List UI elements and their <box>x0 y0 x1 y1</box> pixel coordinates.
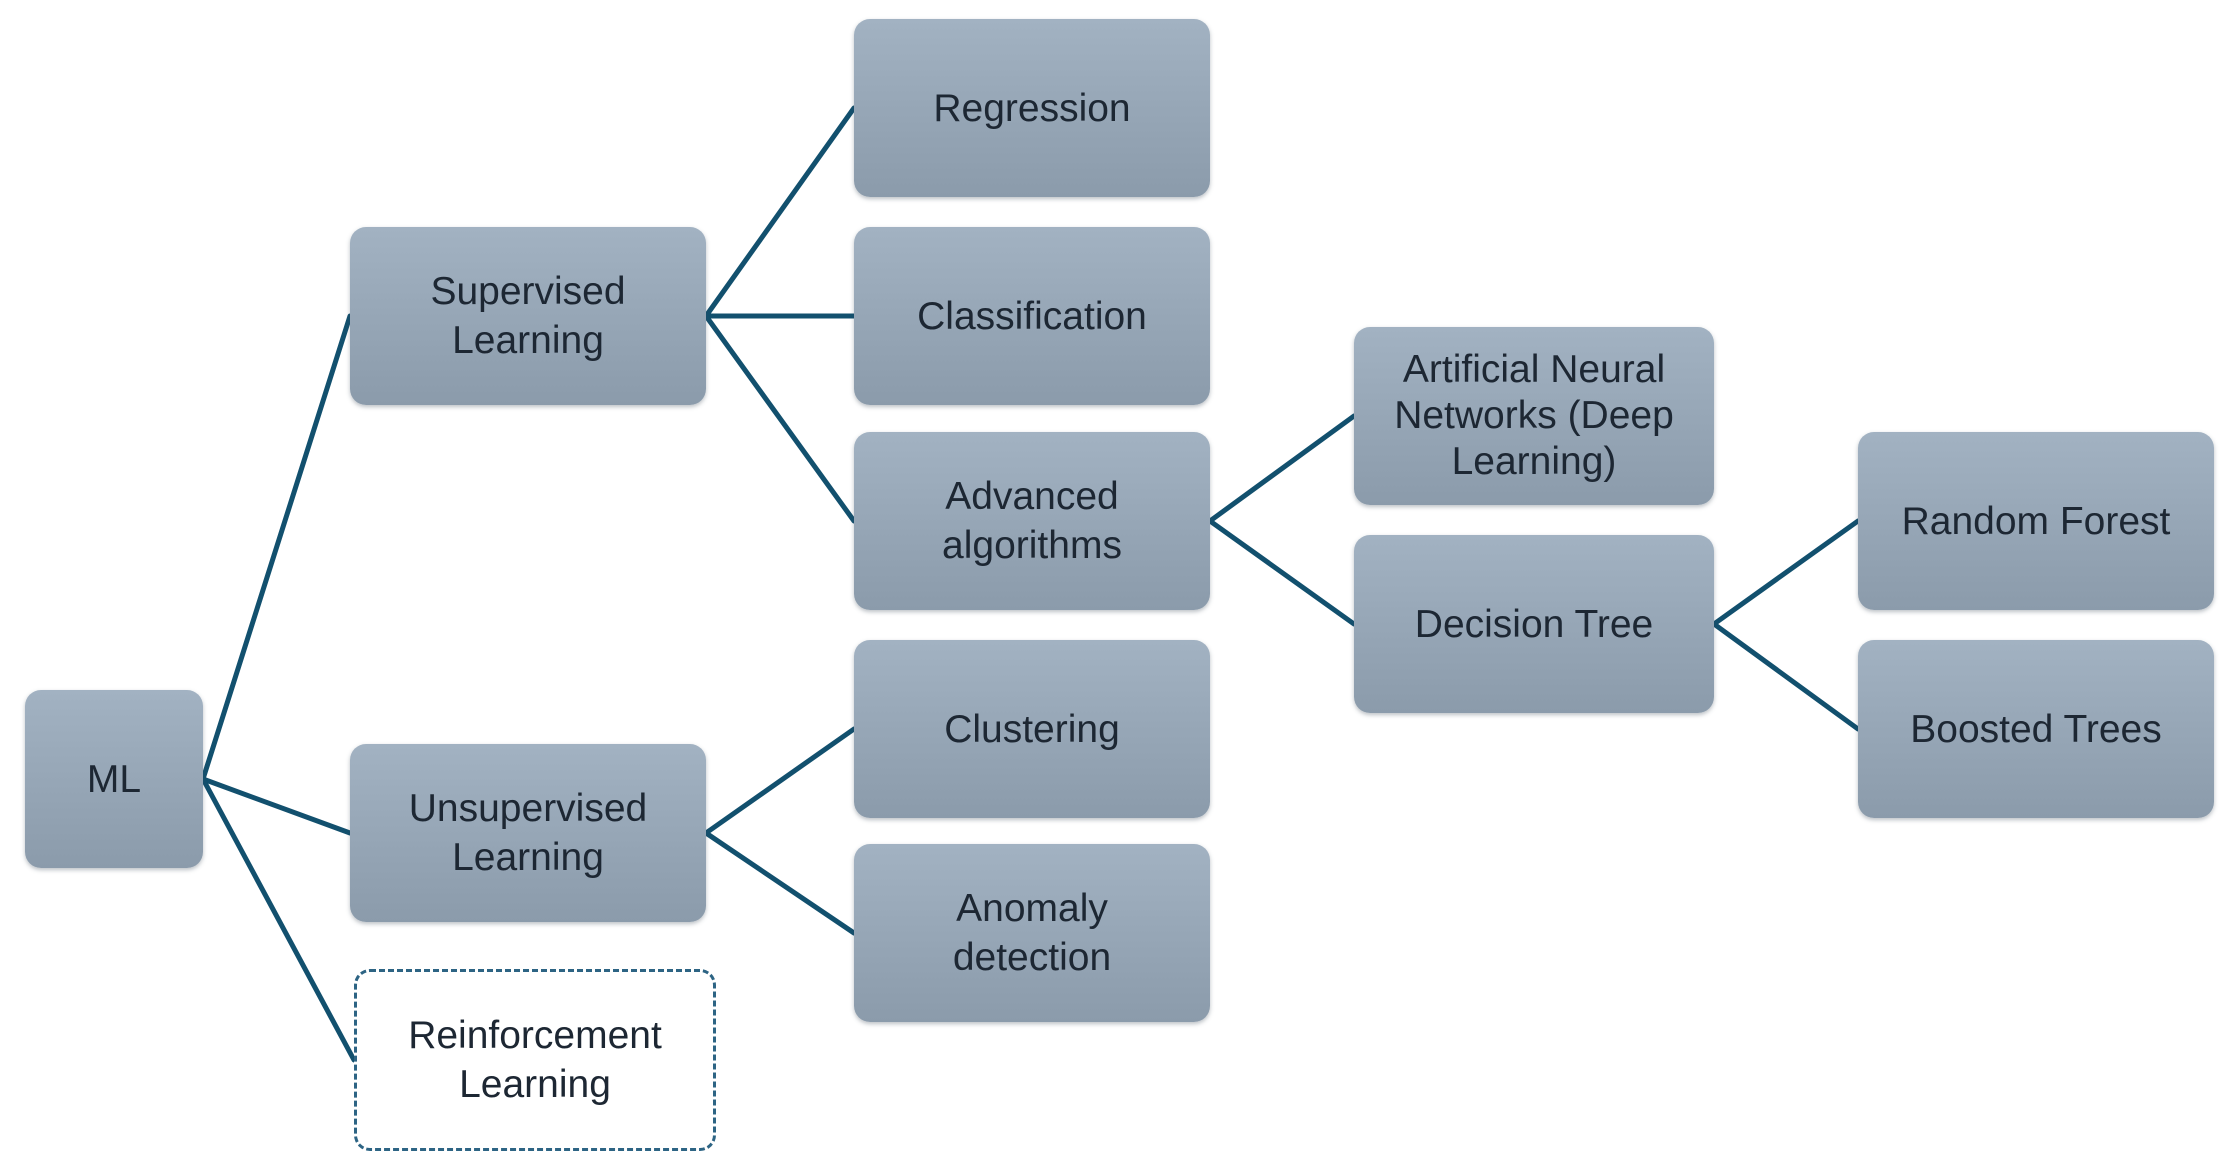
connector-decision_tree-to-random_forest <box>1711 518 1861 627</box>
connector-ml-to-unsupervised <box>200 776 353 836</box>
node-regression-label: Regression <box>933 86 1131 130</box>
node-boosted-trees-label: Boosted Trees <box>1910 707 2162 751</box>
node-decision-tree: Decision Tree <box>1354 535 1714 713</box>
connector-ml-to-supervised <box>200 313 353 782</box>
node-advanced-algorithms: Advanced algorithms <box>854 432 1210 610</box>
node-ml-label: ML <box>86 757 142 801</box>
connector-supervised-to-regression <box>703 105 857 319</box>
node-random-forest-label: Random Forest <box>1901 499 2171 543</box>
connector-advanced-to-ann <box>1207 413 1357 524</box>
node-unsupervised-learning: Unsupervised Learning <box>350 744 706 922</box>
node-clustering: Clustering <box>854 640 1210 818</box>
node-random-forest: Random Forest <box>1858 432 2214 610</box>
node-anomaly-detection-label: Anomaly detection <box>952 887 1112 979</box>
connector-unsupervised-to-clustering <box>703 726 857 836</box>
node-reinforcement-learning-label: Reinforcement Learning <box>408 1014 662 1106</box>
connector-unsupervised-to-anomaly <box>703 830 857 936</box>
node-regression: Regression <box>854 19 1210 197</box>
node-decision-tree-label: Decision Tree <box>1414 602 1654 646</box>
node-ml: ML <box>25 690 203 868</box>
node-artificial-neural-networks: Artificial Neural Networks (Deep Learnin… <box>1354 327 1714 505</box>
node-anomaly-detection: Anomaly detection <box>854 844 1210 1022</box>
connector-supervised-to-advanced <box>703 313 857 524</box>
connector-decision_tree-to-boosted_trees <box>1711 621 1861 732</box>
node-artificial-neural-networks-label: Artificial Neural Networks (Deep Learnin… <box>1394 348 1674 483</box>
node-unsupervised-learning-label: Unsupervised Learning <box>408 787 648 879</box>
node-supervised-learning: Supervised Learning <box>350 227 706 405</box>
node-classification: Classification <box>854 227 1210 405</box>
node-clustering-label: Clustering <box>944 707 1120 751</box>
node-reinforcement-learning: Reinforcement Learning <box>354 969 716 1151</box>
connector-advanced-to-decision_tree <box>1207 518 1357 627</box>
node-boosted-trees: Boosted Trees <box>1858 640 2214 818</box>
connector-ml-to-reinforcement <box>200 776 357 1063</box>
node-advanced-algorithms-label: Advanced algorithms <box>942 475 1122 567</box>
node-classification-label: Classification <box>917 294 1147 338</box>
node-supervised-learning-label: Supervised Learning <box>430 270 626 362</box>
